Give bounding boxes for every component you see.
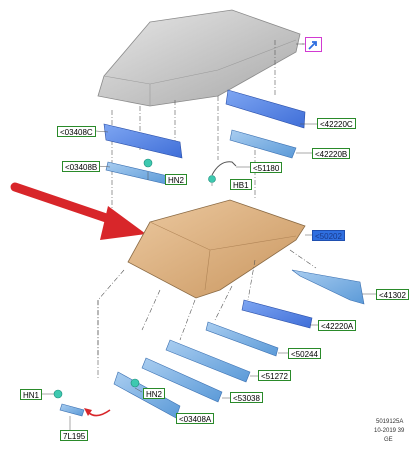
part-03408b	[105, 161, 169, 185]
label-51180[interactable]: <51180	[250, 162, 283, 173]
red-arrow	[10, 182, 146, 240]
part-41302	[291, 269, 365, 305]
label-03408c[interactable]: <03408C	[57, 126, 96, 137]
part-42220a	[241, 299, 313, 329]
label-hn2-top[interactable]: HN2	[165, 174, 188, 185]
clip-hn1	[53, 389, 63, 399]
clip-hn2-bottom	[130, 378, 140, 388]
label-42220c[interactable]: <42220C	[317, 118, 356, 129]
label-50202[interactable]: <50202	[312, 230, 345, 241]
lower-leader-lines	[97, 249, 317, 380]
upper-roof-panel	[97, 9, 301, 107]
label-50244[interactable]: <50244	[288, 348, 321, 359]
label-41302[interactable]: <41302	[376, 289, 409, 300]
label-53038[interactable]: <53038	[230, 392, 263, 403]
label-hn1[interactable]: HN1	[20, 389, 43, 400]
upper-blue-parts	[103, 89, 306, 185]
label-51272[interactable]: <51272	[258, 370, 291, 381]
label-03408a[interactable]: <03408A	[176, 413, 215, 424]
footer-code: 5019125A	[376, 419, 404, 425]
label-hn2-bottom[interactable]: HN2	[143, 388, 166, 399]
label-42220b[interactable]: <42220B	[312, 148, 351, 159]
label-7l195[interactable]: 7L195	[60, 430, 89, 441]
lower-roof-panel	[127, 199, 306, 299]
part-7l195	[59, 403, 85, 417]
external-link-icon[interactable]	[305, 37, 322, 52]
part-53038	[141, 357, 223, 403]
part-51272	[165, 339, 251, 383]
label-03408b[interactable]: <03408B	[62, 161, 101, 172]
part-03408c	[103, 123, 183, 159]
part-42220c	[225, 89, 306, 129]
label-42220a[interactable]: <42220A	[318, 320, 357, 331]
footer-region: GE	[384, 437, 393, 443]
clip-hb1	[208, 175, 216, 183]
clip-hn2-top	[143, 158, 153, 168]
wire-51180	[211, 161, 237, 176]
arrow-up-right-icon	[308, 41, 317, 50]
footer-date: 10-2019 39	[374, 428, 405, 434]
label-hb1[interactable]: HB1	[230, 179, 252, 190]
part-50244	[205, 321, 279, 357]
part-42220b	[229, 129, 297, 159]
